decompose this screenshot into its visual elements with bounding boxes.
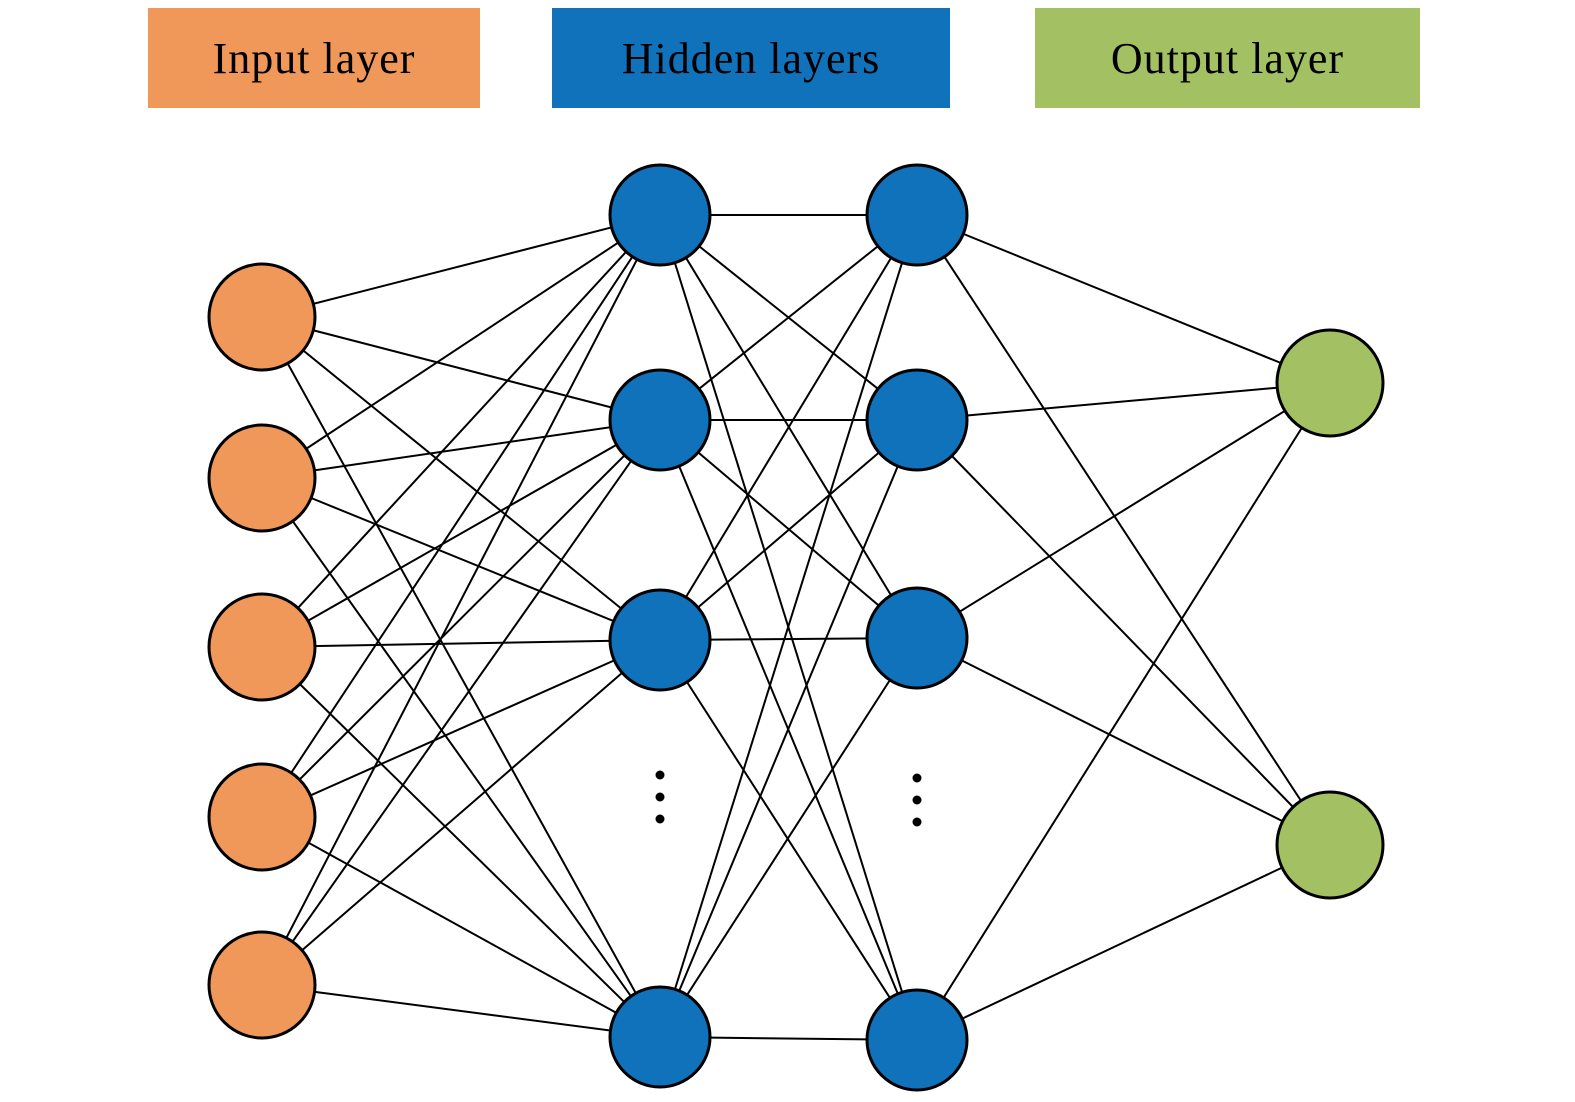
edge-input-5-to-hidden-1-2 [261, 419, 661, 986]
node-hidden-2-4 [865, 988, 969, 1092]
node-hidden-2-1 [865, 163, 969, 267]
edge-input-2-to-hidden-1-4 [261, 477, 661, 1038]
ellipsis-dot [655, 792, 665, 802]
edge-hidden-2-2-to-output-2 [916, 419, 1331, 846]
edge-hidden-2-1-to-output-2 [916, 214, 1331, 846]
legend-input-layer-label: Input layer [212, 33, 416, 83]
edge-input-3-to-hidden-1-2 [261, 419, 661, 648]
edge-input-4-to-hidden-1-1 [261, 214, 661, 818]
ellipsis-icon-hidden-1 [655, 770, 665, 824]
edge-input-1-to-hidden-1-3 [261, 316, 661, 641]
legend-output-layer-label: Output layer [1110, 33, 1345, 83]
edge-input-5-to-hidden-1-1 [261, 214, 661, 986]
edge-input-4-to-hidden-1-3 [261, 639, 661, 818]
edge-input-2-to-hidden-1-3 [261, 477, 661, 641]
legend-output-layer: Output layer [1035, 8, 1420, 108]
edge-input-4-to-hidden-1-4 [261, 816, 661, 1038]
legend-hidden-layers-label: Hidden layers [621, 33, 881, 83]
edge-input-5-to-hidden-1-3 [261, 639, 661, 986]
edge-hidden-1-3-to-hidden-2-2 [659, 419, 918, 641]
edge-hidden-2-1-to-output-1 [916, 214, 1331, 384]
edge-hidden-1-3-to-hidden-2-4 [659, 639, 918, 1041]
edge-input-4-to-hidden-1-2 [261, 419, 661, 818]
node-input-3 [207, 592, 317, 702]
ellipsis-dot [912, 773, 922, 783]
edge-hidden-2-4-to-output-2 [916, 844, 1331, 1041]
edge-hidden-1-4-to-hidden-2-1 [659, 214, 918, 1038]
edge-input-3-to-hidden-1-1 [261, 214, 661, 648]
node-input-4 [207, 762, 317, 872]
node-hidden-1-2 [608, 368, 712, 472]
edge-hidden-2-2-to-output-1 [916, 382, 1331, 421]
node-hidden-1-3 [608, 588, 712, 692]
node-input-1 [207, 262, 317, 372]
edge-input-3-to-hidden-1-4 [261, 646, 661, 1038]
edge-input-2-to-hidden-1-1 [261, 214, 661, 479]
edge-hidden-1-3-to-hidden-2-1 [659, 214, 918, 641]
legend-input-layer: Input layer [148, 8, 480, 108]
edge-hidden-2-3-to-output-2 [916, 637, 1331, 846]
edge-input-5-to-hidden-1-4 [261, 984, 661, 1038]
node-input-2 [207, 423, 317, 533]
ellipsis-dot [912, 795, 922, 805]
node-input-5 [207, 930, 317, 1040]
edge-hidden-1-4-to-hidden-2-2 [659, 419, 918, 1038]
node-hidden-1-4 [608, 985, 712, 1089]
node-hidden-2-3 [865, 586, 969, 690]
ellipsis-dot [655, 770, 665, 780]
legend-hidden-layers: Hidden layers [552, 8, 950, 108]
edge-input-2-to-hidden-1-2 [261, 419, 661, 479]
edge-hidden-2-3-to-output-1 [916, 382, 1331, 639]
edge-input-1-to-hidden-1-2 [261, 316, 661, 421]
edge-input-1-to-hidden-1-1 [261, 214, 661, 318]
edge-input-1-to-hidden-1-4 [261, 316, 661, 1038]
ellipsis-dot [912, 817, 922, 827]
node-output-1 [1275, 328, 1385, 438]
ellipsis-dot [655, 814, 665, 824]
edge-hidden-1-2-to-hidden-2-1 [659, 214, 918, 421]
node-hidden-2-2 [865, 368, 969, 472]
edge-hidden-1-4-to-hidden-2-3 [659, 637, 918, 1038]
edge-hidden-2-4-to-output-1 [916, 382, 1331, 1041]
edge-input-3-to-hidden-1-3 [261, 639, 661, 648]
node-output-2 [1275, 790, 1385, 900]
node-hidden-1-1 [608, 163, 712, 267]
ellipsis-icon-hidden-2 [912, 773, 922, 827]
